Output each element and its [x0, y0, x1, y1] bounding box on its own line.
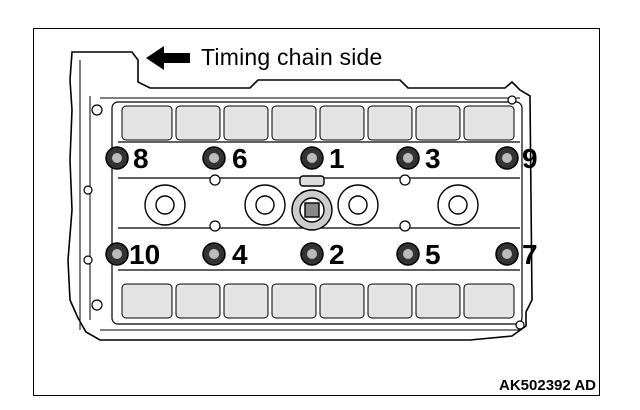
- left-arrow-icon: [146, 46, 190, 70]
- bolt-sequence-label: 8: [133, 143, 149, 174]
- cam-cap-row-bottom: [121, 283, 515, 319]
- bolt-sequence-label: 4: [232, 239, 248, 270]
- bolt-5: 5: [396, 239, 441, 270]
- bolt-sequence-label: 7: [522, 239, 538, 270]
- bolt-3: 3: [396, 143, 441, 174]
- bolt-sequence-label: 10: [129, 239, 160, 270]
- bolt-4: 4: [202, 239, 248, 270]
- bolt-sequence-label: 9: [522, 143, 538, 174]
- bolt-sequence-label: 2: [329, 239, 345, 270]
- bolt-group: 8 6 1 3 9 10 4: [105, 143, 538, 270]
- bolt-sequence-label: 5: [425, 239, 441, 270]
- bolt-10: 10: [105, 239, 160, 270]
- bolt-sequence-label: 6: [232, 143, 248, 174]
- cylinder-head-outline: [67, 51, 533, 341]
- bolt-6: 6: [202, 143, 248, 174]
- side-bosses: [83, 95, 525, 330]
- bolt-1: 1: [300, 143, 345, 174]
- plug-bosses: [144, 184, 479, 226]
- bolt-sequence-label: 3: [425, 143, 441, 174]
- center-sensor: [291, 175, 333, 231]
- figure-code: AK502392 AD: [499, 377, 596, 394]
- bolt-2: 2: [300, 239, 345, 270]
- direction-caption: Timing chain side: [201, 44, 383, 70]
- bolt-8: 8: [105, 143, 149, 174]
- bolt-9: 9: [495, 143, 538, 174]
- bolt-7: 7: [495, 239, 538, 270]
- bolt-sequence-label: 1: [329, 143, 345, 174]
- cam-cap-row-top: [121, 105, 515, 141]
